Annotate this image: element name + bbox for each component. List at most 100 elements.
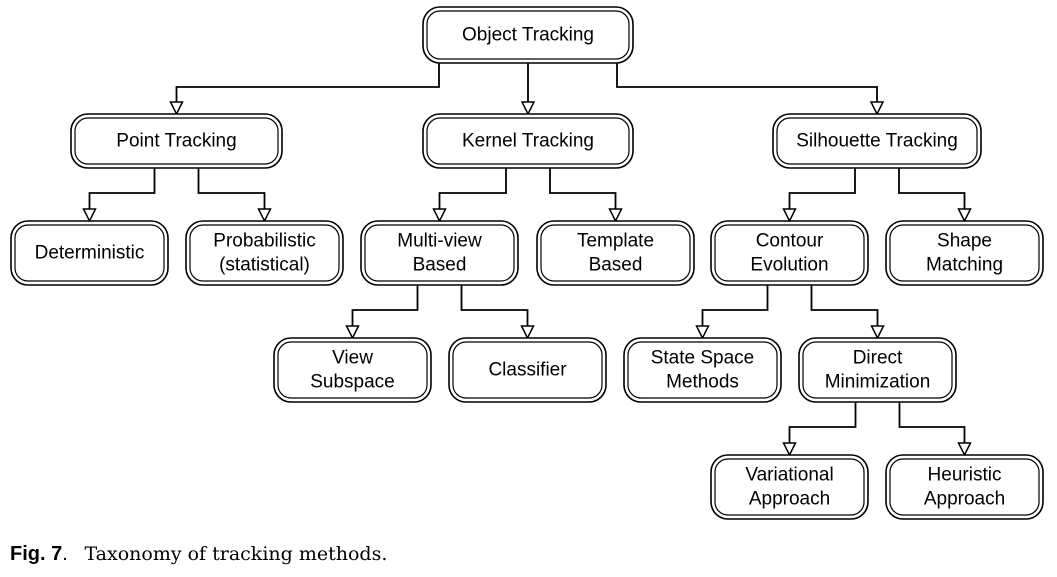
- arrowhead-icon: [432, 208, 447, 223]
- node-outer-border: [70, 113, 283, 169]
- node-point: Point Tracking: [70, 113, 283, 169]
- node-inner-border: [189, 224, 340, 282]
- node-inner-border: [714, 224, 865, 282]
- node-outer-border: [536, 220, 695, 286]
- arrowhead-icon: [957, 208, 972, 223]
- node-outer-border: [623, 337, 782, 403]
- node-label: Variational: [745, 465, 833, 486]
- node-inner-border: [889, 224, 1040, 282]
- edge-contour-to-state-space: [701, 285, 769, 326]
- arrowhead-icon: [782, 442, 797, 457]
- node-inner-border: [426, 10, 630, 60]
- node-label: Based: [589, 255, 643, 276]
- node-probabilistic: Probabilistic (statistical): [185, 220, 344, 286]
- node-label: (statistical): [219, 255, 310, 276]
- node-outer-border: [885, 220, 1044, 286]
- node-outer-border: [448, 337, 607, 403]
- node-label: Minimization: [825, 372, 931, 393]
- figure-caption: Fig. 7. Taxonomy of tracking methods.: [10, 543, 387, 566]
- node-label: Subspace: [310, 372, 395, 393]
- node-inner-border: [627, 341, 778, 399]
- edge-multiview-to-classifier: [460, 285, 529, 326]
- node-label: State Space: [651, 348, 755, 369]
- node-label: Heuristic: [928, 465, 1002, 486]
- edge-root-to-silhouette: [616, 63, 878, 102]
- edge-kernel-to-multiview: [438, 168, 507, 209]
- node-inner-border: [889, 458, 1040, 516]
- node-label: Template: [577, 231, 654, 252]
- node-inner-border: [802, 341, 953, 399]
- node-outer-border: [772, 113, 982, 169]
- arrowhead-icon: [957, 442, 972, 457]
- arrowhead-icon: [870, 325, 885, 340]
- node-label: Probabilistic: [213, 231, 315, 252]
- edge-silhouette-to-shape: [898, 168, 966, 209]
- edge-point-to-deterministic: [88, 168, 156, 209]
- node-outer-border: [798, 337, 957, 403]
- edge-direct-min-to-variational: [788, 402, 857, 443]
- edge-direct-min-to-heuristic: [898, 402, 966, 443]
- node-label: View: [332, 348, 373, 369]
- node-label: Kernel Tracking: [462, 131, 594, 152]
- node-label: Contour: [756, 231, 824, 252]
- node-label: Approach: [749, 489, 830, 510]
- node-outer-border: [360, 220, 519, 286]
- caption-label: Fig. 7: [10, 543, 63, 565]
- arrowhead-icon: [782, 208, 797, 223]
- node-inner-border: [540, 224, 691, 282]
- node-inner-border: [452, 341, 603, 399]
- node-kernel: Kernel Tracking: [422, 113, 634, 169]
- node-label: Point Tracking: [116, 131, 236, 152]
- node-label: Shape: [937, 231, 992, 252]
- node-classifier: Classifier: [448, 337, 607, 403]
- arrowhead-icon: [869, 101, 885, 116]
- caption-separator: .: [62, 543, 68, 565]
- edge-multiview-to-view-subspace: [351, 285, 419, 326]
- node-inner-border: [426, 117, 630, 165]
- node-label: Object Tracking: [462, 25, 594, 46]
- arrowhead-icon: [695, 325, 710, 340]
- edge-contour-to-direct-min: [810, 285, 879, 326]
- edges-layer: [82, 63, 972, 457]
- node-label: Methods: [666, 372, 739, 393]
- node-label: Direct: [853, 348, 903, 369]
- arrowhead-icon: [82, 208, 97, 223]
- edge-point-to-probabilistic: [197, 168, 266, 209]
- node-label: Matching: [926, 255, 1003, 276]
- edge-root-to-point: [175, 63, 440, 102]
- arrowhead-icon: [169, 101, 184, 116]
- caption-text: Taxonomy of tracking methods.: [84, 543, 388, 565]
- node-inner-border: [14, 224, 165, 282]
- node-inner-border: [277, 341, 428, 399]
- node-outer-border: [885, 454, 1044, 520]
- node-label: Classifier: [488, 360, 567, 381]
- node-outer-border: [273, 337, 432, 403]
- node-label: Evolution: [750, 255, 828, 276]
- node-label: Silhouette Tracking: [796, 131, 958, 152]
- node-label: Deterministic: [35, 243, 145, 264]
- edge-kernel-to-template: [549, 168, 617, 209]
- node-outer-border: [10, 220, 169, 286]
- node-inner-border: [714, 458, 865, 516]
- node-label: Approach: [924, 489, 1005, 510]
- arrowhead-icon: [608, 208, 623, 223]
- arrowhead-icon: [257, 208, 272, 223]
- node-outer-border: [422, 6, 634, 64]
- node-inner-border: [364, 224, 515, 282]
- edge-silhouette-to-contour: [788, 168, 856, 209]
- node-outer-border: [710, 220, 869, 286]
- node-label: Multi-view: [397, 231, 482, 252]
- node-root: Object Tracking: [422, 6, 634, 64]
- arrowhead-icon: [520, 325, 535, 340]
- node-silhouette: Silhouette Tracking: [772, 113, 982, 169]
- node-label: Based: [413, 255, 467, 276]
